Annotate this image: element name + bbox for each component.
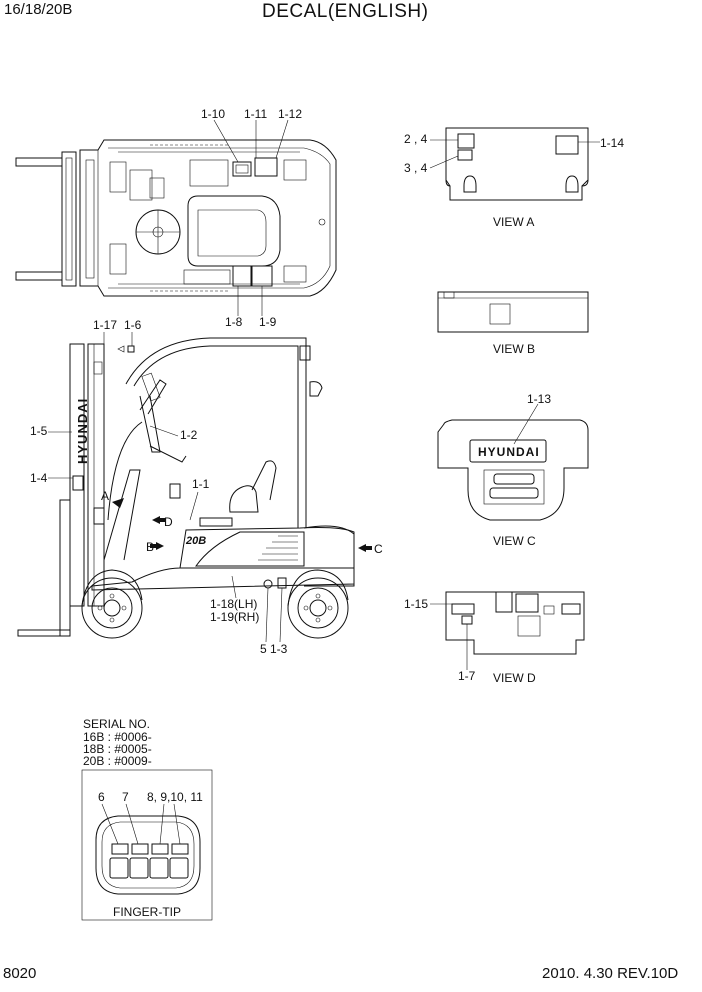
callout-1-13: 1-13 (527, 392, 552, 406)
arrow-a-icon (112, 498, 124, 508)
callout-1-18: 1-18(LH) (210, 597, 258, 611)
callout-6: 6 (98, 790, 105, 804)
top-fork-lower (15, 271, 63, 281)
decal-8-11 (151, 843, 169, 855)
side-body (91, 527, 355, 591)
side-mast-inner (87, 343, 105, 607)
side-mast-outer (69, 343, 85, 607)
view-d-label: VIEW D (493, 671, 536, 685)
callout-3-4: 3 , 4 (404, 161, 428, 175)
serial-line-16b: 16B : #0006- (83, 730, 152, 744)
callout-1-10: 1-10 (201, 107, 226, 121)
view-a-panel (445, 127, 589, 201)
decal-1-11 (254, 157, 278, 177)
side-rear-wheel (287, 577, 349, 639)
decal-2-4 (457, 133, 475, 149)
page-number: 8020 (3, 965, 37, 982)
top-steering-wheel (135, 209, 181, 255)
view-b-label: VIEW B (493, 342, 536, 356)
callout-1-19: 1-19(RH) (210, 610, 260, 624)
serial-line-18b: 18B : #0005- (83, 742, 152, 756)
view-c-hood (437, 419, 589, 521)
callout-1-6: 1-6 (124, 318, 142, 332)
top-carriage (61, 151, 77, 287)
side-overhead-guard (125, 337, 307, 528)
serial-title: SERIAL NO. (83, 717, 150, 731)
hood-brand-decal: HYUNDAI (478, 445, 540, 459)
decal-1-9 (251, 265, 273, 287)
arrow-b-label: B (146, 540, 155, 554)
top-seat (187, 195, 281, 267)
callout-8-11: 8, 9,10, 11 (147, 790, 203, 804)
decal-1-10 (232, 161, 252, 177)
callout-1-8: 1-8 (225, 315, 243, 329)
decal-1-7 (461, 615, 473, 625)
arrow-d-label: D (164, 515, 173, 529)
view-b-drawing (437, 291, 589, 333)
top-body-outline (79, 139, 337, 297)
decal-1-3 (277, 577, 287, 589)
decal-5 (263, 579, 273, 589)
decal-1-8 (232, 265, 252, 287)
side-fork (17, 629, 71, 637)
decal-1-6 (127, 345, 135, 353)
callout-7: 7 (122, 790, 129, 804)
callout-1-15: 1-15 (404, 597, 429, 611)
arrow-c-icon (358, 544, 372, 552)
view-a-label: VIEW A (493, 215, 535, 229)
top-view-drawing (15, 119, 337, 316)
decal-1-15 (451, 603, 475, 615)
decal-1-4 (72, 475, 84, 491)
decal-1-17 (93, 361, 103, 375)
callout-1-14: 1-14 (600, 136, 625, 150)
callout-1-1: 1-1 (192, 477, 210, 491)
finger-tip-label: FINGER-TIP (113, 905, 181, 919)
callout-2-4: 2 , 4 (404, 132, 428, 146)
serial-line-20b: 20B : #0009- (83, 754, 152, 768)
top-fork-upper (15, 157, 63, 167)
callout-1-5: 1-5 (30, 424, 48, 438)
view-b-panel (437, 291, 589, 333)
view-d-drawing (430, 591, 585, 670)
arrow-a-label: A (101, 489, 110, 503)
model-code: 16/18/20B (4, 1, 73, 18)
decal-1-2 (139, 395, 161, 453)
view-c-drawing (437, 403, 589, 521)
page-title: DECAL(ENGLISH) (262, 1, 429, 22)
view-a-drawing (429, 127, 600, 201)
decal-6 (111, 843, 129, 855)
callout-1-7: 1-7 (458, 669, 476, 683)
side-front-wheel (81, 577, 143, 639)
callout-1-2: 1-2 (180, 428, 198, 442)
side-fork-shank (59, 499, 71, 637)
callout-1-9: 1-9 (259, 315, 277, 329)
side-seat-back (229, 485, 259, 513)
decal-1-14 (555, 135, 579, 155)
finger-tip-console (95, 815, 201, 895)
view-c-label: VIEW C (493, 534, 536, 548)
callout-1-11: 1-11 (244, 107, 268, 121)
date-revision: 2010. 4.30 REV.10D (542, 965, 679, 982)
side-louver-panel (195, 531, 305, 567)
mast-brand-decal: HYUNDAI (75, 397, 90, 464)
callout-1-4: 1-4 (30, 471, 48, 485)
decal-7 (131, 843, 149, 855)
view-d-panel (445, 591, 585, 655)
decal-3-4 (457, 149, 473, 161)
callout-1-12: 1-12 (278, 107, 303, 121)
arrow-c-label: C (374, 542, 383, 556)
model-badge: 20B (186, 535, 207, 547)
callout-1-17: 1-17 (93, 318, 118, 332)
callout-5-1-3: 5 1-3 (260, 642, 288, 656)
